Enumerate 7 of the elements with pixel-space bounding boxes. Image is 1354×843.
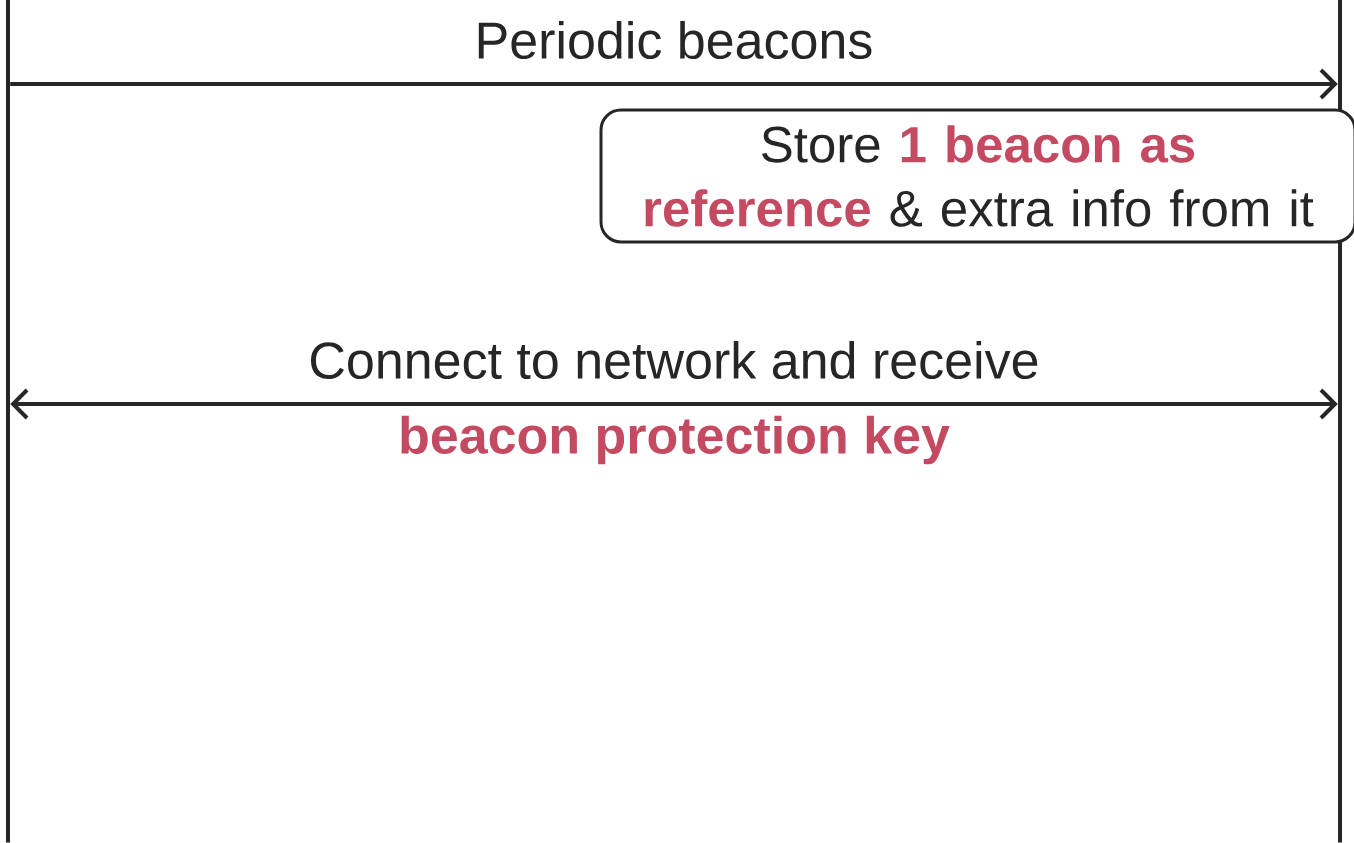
edge-label: Periodic beacons <box>472 18 876 62</box>
lifeline <box>6 0 10 843</box>
note-box: Store 1 beacon as reference & extra info from it <box>599 108 1354 244</box>
arrow <box>10 68 1338 100</box>
arrow <box>10 388 1338 420</box>
text-label: beacon protection key <box>396 413 952 467</box>
edge-label: Connect to network and receive <box>306 338 1042 382</box>
